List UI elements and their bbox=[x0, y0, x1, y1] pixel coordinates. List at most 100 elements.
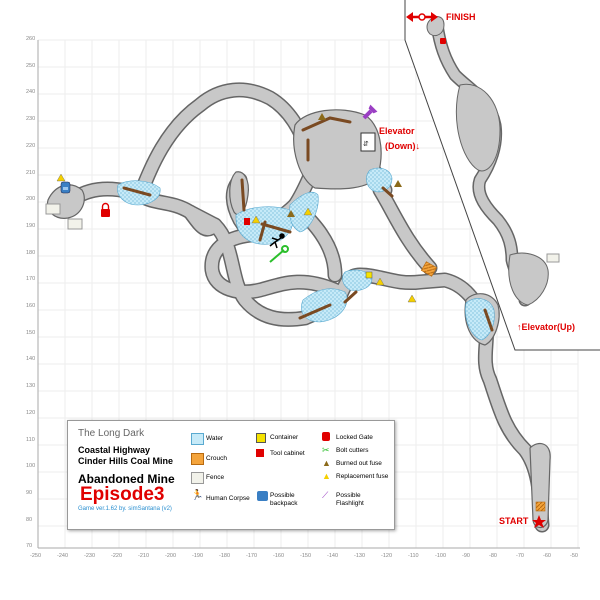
replacement-fuse-icon bbox=[407, 294, 417, 303]
start-star-icon bbox=[532, 515, 546, 528]
x-tick-label: -180 bbox=[219, 553, 231, 559]
legend-panel: The Long Dark Coastal Highway Cinder Hil… bbox=[67, 420, 395, 530]
backpack-swatch-icon bbox=[257, 491, 268, 501]
x-tick-label: -130 bbox=[354, 553, 366, 559]
y-tick-label: 240 bbox=[26, 89, 36, 96]
x-tick-label: -50 bbox=[570, 553, 578, 559]
container-swatch-icon bbox=[256, 433, 266, 443]
legend-container: Container bbox=[270, 434, 299, 441]
y-tick-label: 180 bbox=[26, 249, 36, 256]
backpack-icon bbox=[60, 181, 71, 194]
legend-version: Game ver.1.62 by. simSantana (v2) bbox=[78, 506, 172, 512]
replacement-fuse-icon bbox=[251, 215, 261, 224]
x-tick-label: -210 bbox=[138, 553, 150, 559]
locked-gate-swatch-icon bbox=[322, 432, 330, 441]
legend-tool-cabinet: Tool cabinet bbox=[270, 450, 305, 457]
x-tick-label: -60 bbox=[543, 553, 551, 559]
legend-human-corpse: Human Corpse bbox=[206, 495, 250, 502]
legend-area-title: Abandoned Mine bbox=[78, 472, 175, 486]
tool-cabinet-swatch-icon bbox=[256, 449, 264, 457]
y-tick-label: 260 bbox=[26, 36, 36, 42]
y-tick-label: 70 bbox=[26, 543, 33, 550]
y-tick-label: 110 bbox=[26, 436, 35, 443]
flashlight-icon bbox=[362, 104, 378, 120]
x-tick-label: -230 bbox=[84, 553, 96, 559]
y-tick-label: 170 bbox=[26, 276, 36, 283]
x-tick-label: -250 bbox=[30, 553, 42, 559]
y-tick-label: 120 bbox=[26, 409, 36, 416]
legend-locked-gate: Locked Gate bbox=[336, 434, 373, 441]
legend-water: Water bbox=[206, 435, 224, 442]
y-tick-label: 220 bbox=[26, 142, 36, 149]
fence-swatch-icon bbox=[191, 472, 204, 484]
finish-label: FINISH bbox=[446, 12, 476, 22]
legend-region-line1: Coastal Highway bbox=[78, 445, 151, 455]
elevator-down-label: Elevator bbox=[379, 126, 415, 136]
elevator-down-direction: (Down)↓ bbox=[385, 141, 420, 151]
fences bbox=[122, 116, 494, 332]
burned-fuse-swatch-icon: ▲ bbox=[322, 458, 331, 468]
y-tick-label: 150 bbox=[26, 329, 36, 336]
x-tick-label: -80 bbox=[489, 553, 497, 559]
legend-region: Coastal Highway Cinder Hills Coal Mine bbox=[78, 445, 188, 467]
x-tick-label: -140 bbox=[327, 553, 339, 559]
x-tick-label: -70 bbox=[516, 553, 524, 559]
locked-gate-icon bbox=[101, 202, 110, 217]
fence-icon bbox=[45, 203, 560, 263]
svg-text:⇵: ⇵ bbox=[363, 140, 369, 148]
burned-fuse-icon bbox=[287, 210, 295, 217]
legend-burned-fuse: Burned out fuse bbox=[336, 460, 382, 467]
burned-fuse-icon bbox=[318, 113, 326, 120]
legend-crouch: Crouch bbox=[206, 455, 227, 462]
x-tick-label: -100 bbox=[435, 553, 447, 559]
elevator-up-label: ↑Elevator(Up) bbox=[517, 322, 576, 332]
human-corpse-swatch-icon: 🏃 bbox=[191, 490, 204, 501]
crouch-swatch-icon bbox=[191, 453, 204, 465]
water-areas bbox=[117, 167, 495, 341]
y-tick-label: 200 bbox=[26, 196, 36, 203]
replacement-fuse-icon bbox=[375, 277, 385, 286]
legend-fence: Fence bbox=[206, 474, 225, 481]
crouch-areas bbox=[420, 261, 546, 512]
elevator-icon: ⇵ bbox=[360, 132, 376, 152]
locked-gate-icon bbox=[440, 38, 446, 44]
start-label: START bbox=[499, 516, 529, 526]
finish-arrow-icon bbox=[406, 12, 438, 22]
x-tick-label: -240 bbox=[57, 553, 69, 559]
burned-fuse-icon bbox=[394, 180, 402, 187]
x-tick-label: -120 bbox=[381, 553, 393, 559]
water-swatch-icon bbox=[191, 433, 204, 445]
legend-game-title: The Long Dark bbox=[78, 428, 145, 439]
legend-region-line2: Cinder Hills Coal Mine bbox=[78, 456, 174, 466]
tool-cabinet-icon bbox=[244, 218, 250, 225]
y-tick-label: 90 bbox=[26, 489, 33, 496]
y-tick-label: 250 bbox=[26, 62, 36, 69]
inset-tunnels bbox=[426, 16, 549, 307]
bolt-cutters-icon bbox=[269, 245, 289, 263]
legend-bolt-cutters: Bolt cutters bbox=[336, 447, 369, 454]
x-tick-label: -150 bbox=[300, 553, 312, 559]
x-tick-label: -90 bbox=[462, 553, 470, 559]
x-tick-label: -200 bbox=[165, 553, 177, 559]
legend-replacement-fuse: Replacement fuse bbox=[336, 473, 389, 480]
y-tick-label: 230 bbox=[26, 116, 36, 123]
flashlight-swatch-icon: ⟋ bbox=[322, 490, 329, 500]
replacement-fuse-icon bbox=[303, 207, 313, 216]
replacement-fuse-icon bbox=[56, 173, 66, 182]
y-tick-label: 130 bbox=[26, 383, 36, 390]
x-tick-label: -220 bbox=[111, 553, 123, 559]
y-tick-label: 160 bbox=[26, 303, 36, 309]
y-tick-label: 140 bbox=[26, 356, 36, 363]
x-tick-label: -110 bbox=[408, 553, 419, 559]
x-tick-label: -160 bbox=[273, 553, 285, 559]
x-tick-label: -190 bbox=[192, 553, 204, 559]
y-tick-label: 80 bbox=[26, 516, 33, 523]
legend-backpack-2: backpack bbox=[270, 500, 298, 507]
container-icon bbox=[365, 271, 373, 279]
replacement-fuse-swatch-icon: ▲ bbox=[322, 471, 331, 481]
y-tick-label: 100 bbox=[26, 463, 36, 470]
bolt-cutters-swatch-icon: ✂ bbox=[322, 445, 330, 455]
legend-episode: Episode3 bbox=[80, 484, 165, 505]
y-tick-label: 190 bbox=[26, 222, 36, 229]
